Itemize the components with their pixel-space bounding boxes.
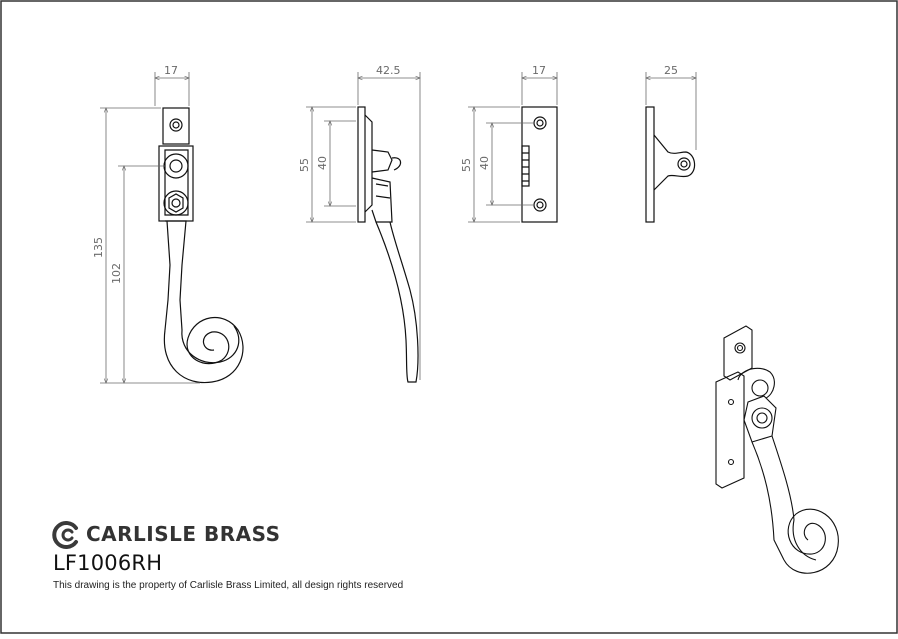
front-handle-length-label: 102 bbox=[110, 263, 123, 284]
front-dimensions bbox=[100, 72, 200, 384]
brand-name: CARLISLE BRASS bbox=[86, 522, 281, 546]
front-view bbox=[158, 107, 244, 384]
side-depth-label: 42.5 bbox=[376, 64, 401, 77]
keep-front-fixing-centres-label: 40 bbox=[478, 156, 491, 170]
keep-side-view bbox=[645, 106, 696, 223]
product-code: LF1006RH bbox=[53, 551, 163, 575]
isometric-view bbox=[715, 325, 839, 574]
side-fixing-centres-label: 40 bbox=[316, 156, 329, 170]
keep-front-plate-height-label: 55 bbox=[460, 158, 473, 172]
side-plate-height-label: 55 bbox=[298, 158, 311, 172]
carlisle-brass-logo-icon bbox=[52, 521, 78, 549]
keep-front-dimensions bbox=[468, 72, 558, 223]
front-overall-height-label: 135 bbox=[92, 237, 105, 258]
keep-front-width-label: 17 bbox=[532, 64, 546, 77]
side-dimensions bbox=[306, 72, 421, 380]
keep-side-depth-label: 25 bbox=[664, 64, 678, 77]
copyright-notice: This drawing is the property of Carlisle… bbox=[53, 580, 404, 591]
keep-side-dimensions bbox=[645, 72, 697, 150]
side-view bbox=[357, 106, 419, 383]
front-width-label: 17 bbox=[164, 64, 178, 77]
